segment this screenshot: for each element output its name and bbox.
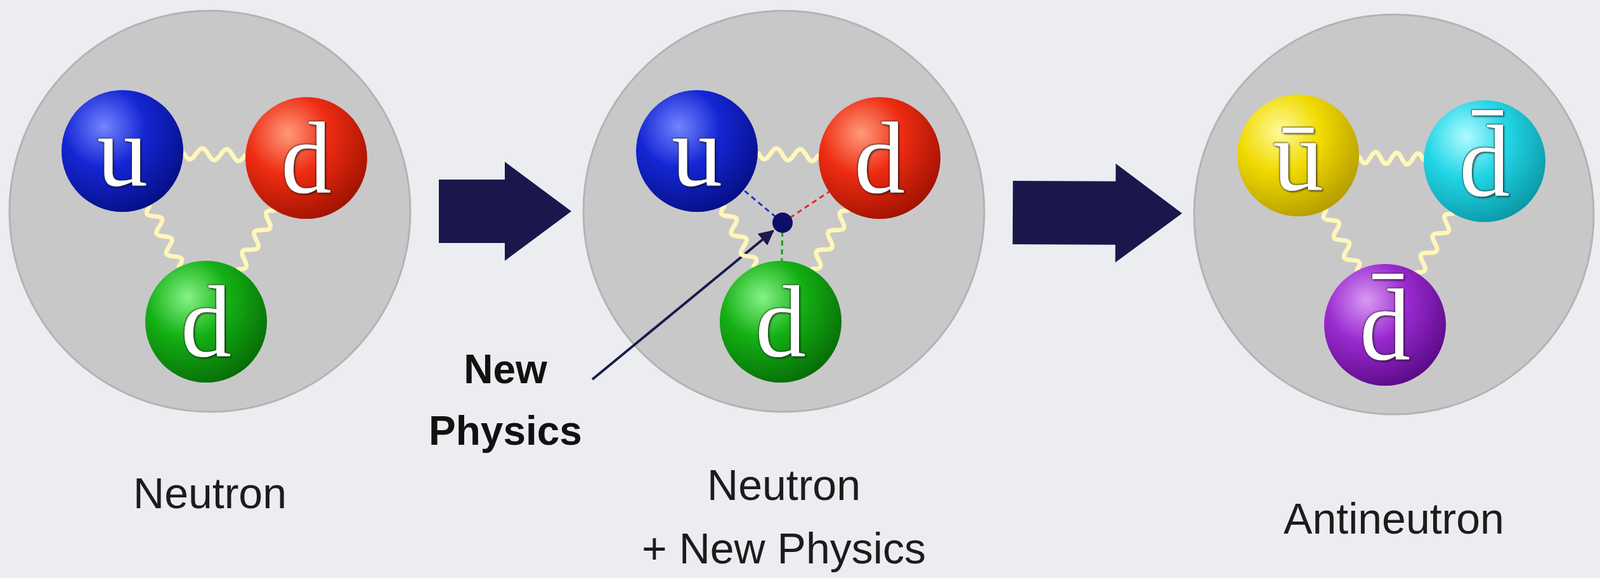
quark-ball-fill (818, 97, 941, 219)
quark-ball: d (818, 96, 942, 220)
quark-ball: d̄ (1423, 99, 1547, 223)
quark-symbol: u (671, 100, 723, 202)
quark-symbol: d (854, 107, 905, 209)
quark-symbol: d (180, 270, 232, 373)
quark-ball: d (244, 96, 368, 220)
particle-name: Neutron (0, 466, 571, 519)
quark-ball-fill (636, 90, 758, 212)
particle-disk-shape (583, 10, 985, 412)
quark-ball-fill (719, 260, 842, 383)
particle-name: Antineutron (1034, 492, 1600, 545)
process-arrow (1012, 163, 1183, 263)
particle-circle: Neutron + New Physicsudd (582, 9, 986, 413)
quark-ball-fill (1423, 100, 1546, 222)
interaction-vertex-dot (772, 212, 793, 233)
quark-ball-fill (145, 260, 267, 383)
quark-ball-fill (1237, 94, 1360, 217)
quark-symbol: d (280, 107, 332, 209)
particle-circle: Antineutronūd̄d̄ (1192, 13, 1595, 416)
particle-disk-shape (1194, 14, 1594, 415)
quark-ball: d (144, 260, 268, 384)
quark-symbol: d̄ (1359, 273, 1411, 376)
process-arrow (438, 161, 572, 261)
quark-symbol: d (755, 270, 807, 373)
callout-label: New Physics (428, 338, 583, 462)
quark-ball-fill (245, 97, 368, 219)
quark-symbol: d̄ (1459, 110, 1510, 212)
particle-circle: Neutronudd (8, 9, 412, 413)
particle-name: Neutron + New Physics (423, 452, 1145, 578)
quark-ball: ū (1236, 93, 1360, 217)
quark-ball: d̄ (1323, 263, 1447, 387)
quark-symbol: ū (1272, 104, 1324, 207)
quark-ball: d (719, 260, 843, 384)
quark-ball-fill (1324, 263, 1446, 386)
quark-ball-fill (61, 90, 184, 212)
particle-disk-shape (9, 10, 411, 412)
quark-symbol: u (97, 100, 148, 202)
quark-ball: u (60, 89, 184, 213)
quark-ball: u (635, 89, 759, 213)
